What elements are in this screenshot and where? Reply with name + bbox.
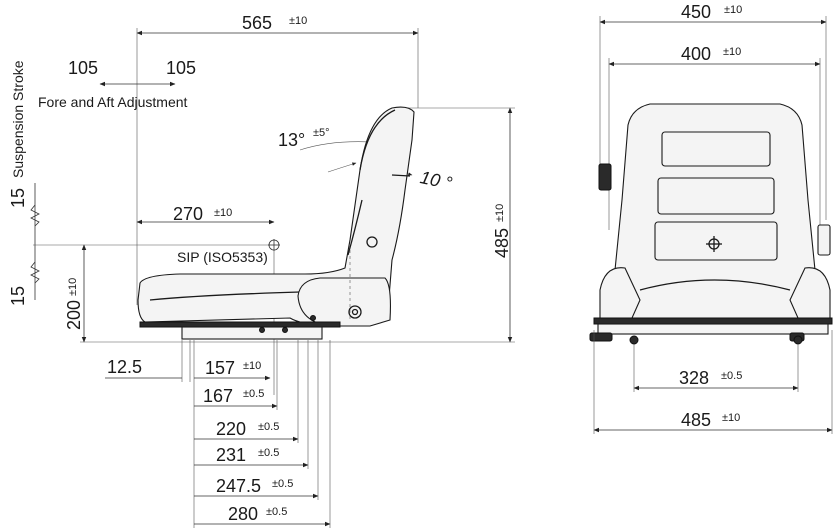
- sip-height-value: 200: [64, 300, 84, 330]
- dim-mount-width: 328 ±0.5: [633, 344, 799, 392]
- seat-width-tol: ±10: [723, 46, 741, 58]
- dim-offset: 12.5: [105, 340, 191, 382]
- overall-length-tol: ±10: [289, 15, 307, 27]
- dim-overall-width: 450 ±10: [599, 2, 827, 220]
- backrest-panel-middle: [657, 177, 775, 215]
- rail-dim-value: 247.5: [216, 476, 261, 496]
- suspension-label: Suspension Stroke: [10, 60, 26, 178]
- sip-label: SIP (ISO5353): [177, 249, 268, 265]
- backrest-panel-top: [661, 131, 771, 167]
- rail-dim: 157 ±10: [194, 358, 271, 381]
- rail-dim-tol: ±0.5: [258, 421, 279, 433]
- seat-width-value: 400: [681, 44, 711, 64]
- rail-dim-value: 220: [216, 419, 246, 439]
- overall-width-value: 450: [681, 2, 711, 22]
- rail-dim: 231 ±0.5: [194, 340, 309, 469]
- rail-dim-tol: ±0.5: [258, 447, 279, 459]
- side-view: 565 ±10 105 105 Fore and Aft Adjustment …: [8, 13, 515, 528]
- seat-side-outline: [137, 106, 415, 340]
- backrest-angle-tol: ±5°: [313, 127, 330, 139]
- suspension-down-value: 15: [8, 286, 28, 306]
- rail-dim-value: 167: [203, 386, 233, 406]
- rail-dim: 167 ±0.5: [194, 340, 278, 410]
- seat-front-outline: [589, 103, 833, 345]
- dim-base-width: 485 ±10: [593, 330, 833, 434]
- rail-dim-value: 157: [205, 358, 235, 378]
- suspension-up-value: 15: [8, 188, 28, 208]
- rail-dim: 247.5 ±0.5: [194, 340, 319, 500]
- backrest-angle-value: 13°: [278, 130, 305, 150]
- fore-aft-left-value: 105: [68, 58, 98, 78]
- dim-sip-height: 200 ±10: [64, 244, 87, 343]
- backrest-adjust-value: 10 °: [418, 167, 454, 193]
- rail-dim-tol: ±10: [243, 360, 261, 372]
- armrest-lever-icon: [598, 163, 612, 191]
- overall-width-tol: ±10: [724, 4, 742, 16]
- dim-fore-aft: 105 105 Fore and Aft Adjustment: [38, 58, 196, 110]
- rail-dim-tol: ±0.5: [243, 388, 264, 400]
- front-view: 450 ±10 400 ±10: [589, 2, 833, 434]
- rail-dim-tol: ±0.5: [266, 506, 287, 518]
- fore-aft-label: Fore and Aft Adjustment: [38, 94, 188, 110]
- dim-backrest-angle: 13° ±5° 10 °: [278, 127, 454, 193]
- sip-horizontal-tol: ±10: [214, 207, 232, 219]
- fore-aft-right-value: 105: [166, 58, 196, 78]
- rail-dim-value: 231: [216, 445, 246, 465]
- sip-horizontal-value: 270: [173, 204, 203, 224]
- mount-width-tol: ±0.5: [721, 370, 742, 382]
- rail-dimensions: 157 ±10 167 ±0.5 220 ±0.5 231 ±0.5: [193, 340, 331, 528]
- base-width-tol: ±10: [722, 412, 740, 424]
- rail-dim: 280 ±0.5: [194, 340, 331, 528]
- rail-dim-tol: ±0.5: [272, 478, 293, 490]
- overall-length-value: 565: [242, 13, 272, 33]
- dim-overall-length: 565 ±10: [136, 13, 419, 305]
- base-width-value: 485: [681, 410, 711, 430]
- rail-dim-value: 280: [228, 504, 258, 524]
- sip-height-tol: ±10: [67, 278, 79, 296]
- dim-seat-width: 400 ±10: [608, 44, 821, 230]
- dim-suspension: Suspension Stroke 15 15: [8, 60, 270, 306]
- mount-width-value: 328: [679, 368, 709, 388]
- total-height-value: 485: [492, 228, 512, 258]
- offset-value: 12.5: [107, 357, 142, 377]
- total-height-tol: ±10: [494, 204, 506, 222]
- backrest-panel-bottom: [654, 221, 778, 261]
- rail-dim: 220 ±0.5: [194, 340, 299, 443]
- dim-total-height: 485 ±10: [405, 107, 515, 343]
